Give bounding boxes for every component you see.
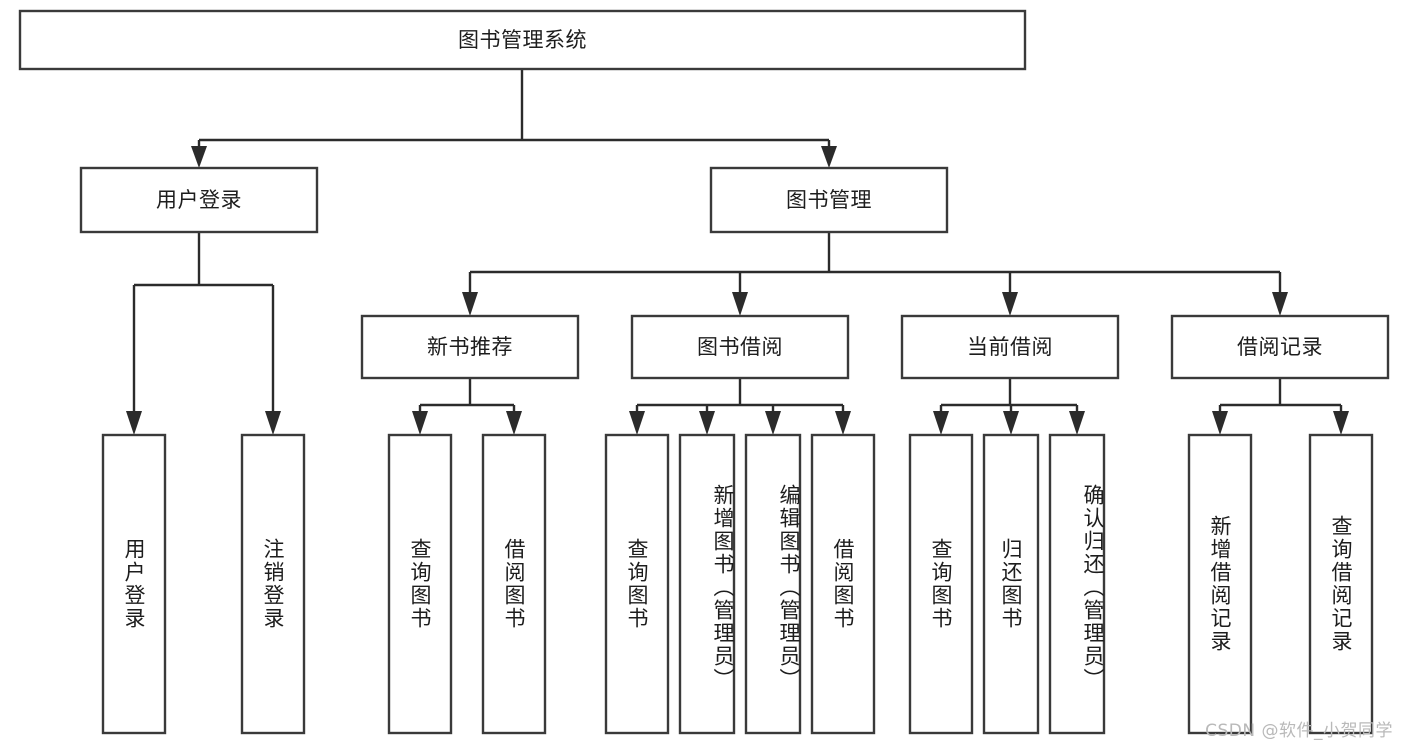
node-box-leaf-query-book-2[interactable] xyxy=(604,433,670,735)
arrow-to-leaf-user-login xyxy=(126,411,142,435)
node-box-leaf-return-book[interactable] xyxy=(982,433,1040,735)
arrow-to-leaf-edit-book xyxy=(765,411,781,435)
arrow-to-leaf-confirm-return xyxy=(1069,411,1085,435)
node-box-leaf-add-book[interactable] xyxy=(678,433,736,735)
node-box-borrow-record[interactable] xyxy=(1170,314,1390,380)
connector-layer xyxy=(126,69,1349,435)
arrow-to-borrow-record xyxy=(1272,292,1288,316)
node-box-leaf-borrow-book-1[interactable] xyxy=(481,433,547,735)
node-box-leaf-query-book-3[interactable] xyxy=(908,433,974,735)
arrow-to-book-manage xyxy=(821,146,837,168)
arrow-to-leaf-query-record xyxy=(1333,411,1349,435)
node-box-new-book-recommend[interactable] xyxy=(360,314,580,380)
arrow-to-leaf-query-book-3 xyxy=(933,411,949,435)
node-box-leaf-user-login[interactable] xyxy=(101,433,167,735)
arrow-to-leaf-add-record xyxy=(1212,411,1228,435)
node-box-leaf-logout[interactable] xyxy=(240,433,306,735)
arrow-to-leaf-return-book xyxy=(1003,411,1019,435)
arrow-to-book-borrow xyxy=(732,292,748,316)
node-box-book-borrow[interactable] xyxy=(630,314,850,380)
node-box-leaf-add-record[interactable] xyxy=(1187,433,1253,735)
node-box-leaf-borrow-book-2[interactable] xyxy=(810,433,876,735)
arrow-to-leaf-query-book-1 xyxy=(412,411,428,435)
arrow-to-leaf-borrow-book-2 xyxy=(835,411,851,435)
arrow-to-leaf-borrow-book-1 xyxy=(506,411,522,435)
arrow-to-leaf-query-book-2 xyxy=(629,411,645,435)
arrow-to-new-book-recommend xyxy=(462,292,478,316)
node-layer xyxy=(18,9,1390,735)
node-box-current-borrow[interactable] xyxy=(900,314,1120,380)
node-box-leaf-query-book-1[interactable] xyxy=(387,433,453,735)
arrow-to-leaf-logout xyxy=(265,411,281,435)
arrow-to-current-borrow xyxy=(1002,292,1018,316)
arrow-to-user-login xyxy=(191,146,207,168)
node-box-leaf-query-record[interactable] xyxy=(1308,433,1374,735)
node-box-root[interactable] xyxy=(18,9,1027,71)
node-box-user-login[interactable] xyxy=(79,166,319,234)
node-box-leaf-edit-book[interactable] xyxy=(744,433,802,735)
arrow-to-leaf-add-book xyxy=(699,411,715,435)
node-box-book-manage[interactable] xyxy=(709,166,949,234)
csdn-watermark: CSDN @软件_小贺同学 xyxy=(1205,721,1393,741)
node-box-leaf-confirm-return[interactable] xyxy=(1048,433,1106,735)
